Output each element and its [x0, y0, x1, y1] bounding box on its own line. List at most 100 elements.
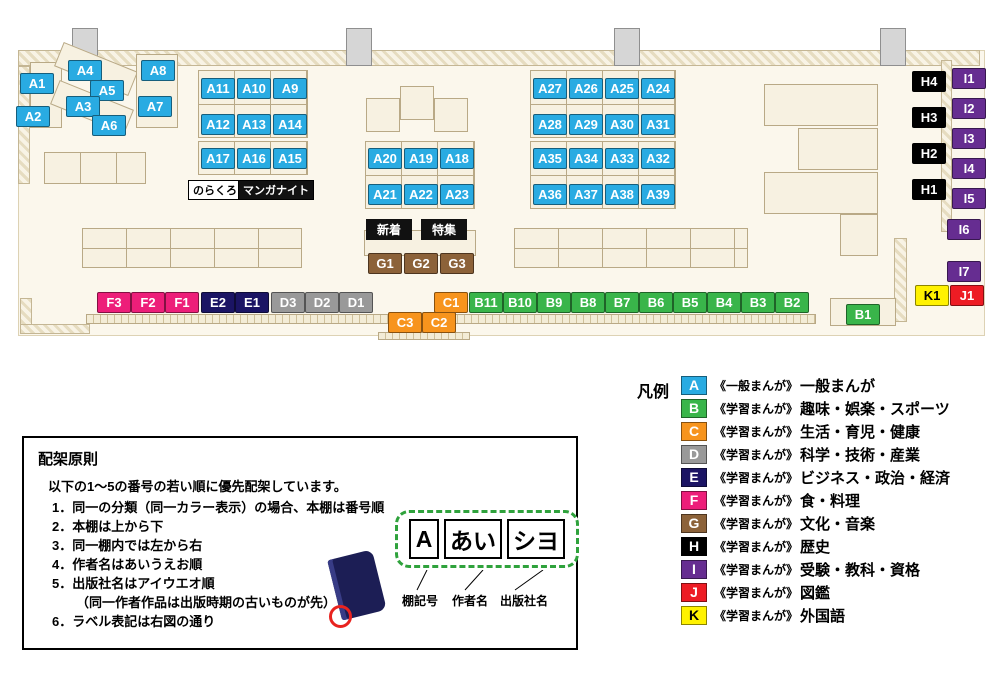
- shelf-label-e2: E2: [201, 292, 235, 313]
- shelf-label-b8: B8: [571, 292, 605, 313]
- shelf-label-a38: A38: [605, 184, 639, 205]
- shelf-label-g2: G2: [404, 253, 438, 274]
- shelf-block: [82, 228, 302, 268]
- shelf-label-f2: F2: [131, 292, 165, 313]
- legend-row-i: I 《学習まんが》受験・教科・資格: [681, 560, 993, 579]
- legend-swatch-c: C: [681, 422, 707, 441]
- shelf-label-a22: A22: [404, 184, 438, 205]
- shelf-label-i6: I6: [947, 219, 981, 240]
- wall-hatch-right: [894, 238, 907, 322]
- shelf-label-a26: A26: [569, 78, 603, 99]
- tag-norakuro: のらくろ: [188, 180, 242, 200]
- shelf-label-a39: A39: [641, 184, 675, 205]
- shelf-label-a8: A8: [141, 60, 175, 81]
- legend-category-name: 食・料理: [800, 493, 861, 510]
- shelf-label-a21: A21: [368, 184, 402, 205]
- shelf-label-a7: A7: [138, 96, 172, 117]
- principles-list: 1．同一の分類（同一カラー表示）の場合、本棚は番号順 2．本棚は上から下 3．同…: [52, 498, 384, 631]
- shelf-block: [434, 98, 468, 132]
- shelf-block: [366, 98, 400, 132]
- principle-item-1: 1．同一の分類（同一カラー表示）の場合、本棚は番号順: [52, 500, 385, 515]
- shelf-label-b9: B9: [537, 292, 571, 313]
- shelf-label-b5: B5: [673, 292, 707, 313]
- shelf-label-h2: H2: [912, 143, 946, 164]
- shelf-label-a4: A4: [68, 60, 102, 81]
- shelf-label-a17: A17: [201, 148, 235, 169]
- shelf-label-d2: D2: [305, 292, 339, 313]
- label-sample: A あい シヨ: [395, 510, 579, 568]
- shelf-label-a3: A3: [66, 96, 100, 117]
- shelf-label-b7: B7: [605, 292, 639, 313]
- shelf-block: [840, 214, 878, 256]
- shelf-label-i2: I2: [952, 98, 986, 119]
- legend-row-j: J《学習まんが》図鑑: [681, 583, 993, 602]
- legend-swatch-j: J: [681, 583, 707, 602]
- shelf-label-g1: G1: [368, 253, 402, 274]
- tag-manga-night: マンガナイト: [238, 180, 314, 200]
- shelf-block: [798, 128, 878, 170]
- shelf-label-a30: A30: [605, 114, 639, 135]
- legend-category-name: 文化・音楽: [800, 516, 876, 533]
- shelf-label-b2: B2: [775, 292, 809, 313]
- shelf-label-c2: C2: [422, 312, 456, 333]
- shelf-label-b3: B3: [741, 292, 775, 313]
- shelf-label-a24: A24: [641, 78, 675, 99]
- legend-title: 凡例: [637, 384, 670, 401]
- legend-category-name: 生活・育児・健康: [800, 424, 921, 441]
- principles-title: 配架原則: [38, 451, 99, 468]
- legend-row-k: K《学習まんが》外国語: [681, 606, 993, 625]
- legend-swatch-d: D: [681, 445, 707, 464]
- shelf-label-a14: A14: [273, 114, 307, 135]
- legend-swatch-f: F: [681, 491, 707, 510]
- legend-category-name: 趣味・娯楽・スポーツ: [800, 401, 950, 418]
- shelf-label-a15: A15: [273, 148, 307, 169]
- shelf-label-a11: A11: [201, 78, 235, 99]
- shelf-label-d1: D1: [339, 292, 373, 313]
- sample-author-name: あい: [444, 519, 502, 559]
- legend-category-type: 《学習まんが》: [714, 563, 799, 577]
- legend-category-name: 受験・教科・資格: [800, 562, 921, 579]
- shelf-strip: [378, 332, 470, 340]
- sample-connector-lines: [416, 570, 544, 591]
- shelf-label-a35: A35: [533, 148, 567, 169]
- shelf-label-a2: A2: [16, 106, 50, 127]
- shelf-label-a5: A5: [90, 80, 124, 101]
- legend-category-type: 《学習まんが》: [714, 494, 799, 508]
- principle-item-2: 2．本棚は上から下: [52, 519, 164, 534]
- sample-publisher-name: シヨ: [507, 519, 565, 559]
- shelf-label-f1: F1: [165, 292, 199, 313]
- shelf-block: [764, 172, 878, 214]
- shelf-label-i3: I3: [952, 128, 986, 149]
- shelf-block: [400, 86, 434, 120]
- legend-row-e: E《学習まんが》ビジネス・政治・経済: [681, 468, 993, 487]
- legend-category-type: 《学習まんが》: [714, 540, 799, 554]
- shelf-label-a27: A27: [533, 78, 567, 99]
- shelf-label-a23: A23: [440, 184, 474, 205]
- legend-category-type: 《学習まんが》: [714, 609, 799, 623]
- principles-intro: 以下の1～5の番号の若い順に優先配架しています。: [48, 479, 347, 494]
- legend-swatch-i: I: [681, 560, 707, 579]
- legend-category-name: 歴史: [800, 539, 831, 556]
- shelf-label-a31: A31: [641, 114, 675, 135]
- shelf-label-f3: F3: [97, 292, 131, 313]
- legend-category-name: 科学・技術・産業: [800, 447, 921, 464]
- shelf-label-a37: A37: [569, 184, 603, 205]
- wall-hatch-top: [18, 50, 980, 66]
- shelf-label-b11: B11: [469, 292, 503, 313]
- sign-new-arrivals: 新着: [366, 219, 412, 240]
- shelf-label-a9: A9: [273, 78, 307, 99]
- shelf-label-a20: A20: [368, 148, 402, 169]
- sign-special-feature: 特集: [421, 219, 467, 240]
- shelf-label-a16: A16: [237, 148, 271, 169]
- caption-publisher-name: 出版社名: [500, 594, 549, 608]
- legend-category-name: 外国語: [800, 608, 846, 625]
- legend-category-name: ビジネス・政治・経済: [800, 470, 951, 487]
- pillar: [614, 28, 640, 66]
- shelf-label-b6: B6: [639, 292, 673, 313]
- shelf-label-i7: I7: [947, 261, 981, 282]
- principle-item-5: 5．出版社名はアイウエオ順: [52, 576, 215, 591]
